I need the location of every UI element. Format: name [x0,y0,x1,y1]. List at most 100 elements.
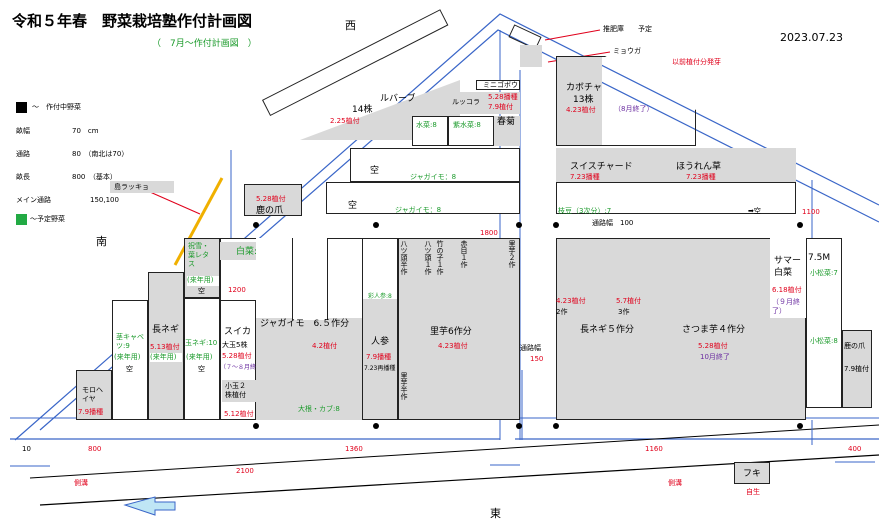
myoga-note: 以前植付分発芽 [672,58,721,66]
yatsugashira1-label: 八ツ頭半作 [400,240,408,275]
dim-1360: 1360 [345,445,363,453]
dim-1800: 1800 [480,229,498,237]
jagaimo-label: ジャガイモ 6.５作分 [260,319,350,329]
legend-planned: ～予定野菜 [30,215,65,223]
myoga-plot [520,45,542,67]
ditch-left: 側溝 [74,479,88,487]
satsuma-label: さつま芋４作分 [682,325,746,335]
dim-75m: 7.5M [808,253,831,263]
suika-stalks: 大玉5株 [222,341,248,349]
satoimo-planted: 4.23植付 [438,342,468,350]
arugula-sown: 5.28播種 [488,93,518,101]
komatsuna2-label: 小松菜:8 [810,337,838,345]
tamanegi-empty: 空 [198,365,205,373]
rakkyo-box [110,181,174,193]
suika-end: （７～８月終了） [220,364,269,371]
moroheiya-box [76,370,112,420]
negi-note-bg [150,353,182,362]
ninjin-label: 人参 [371,337,390,347]
fuki-label: フキ [743,469,762,479]
negi-next-year: (来年用) [150,353,177,361]
purple-mizuna-label: 紫水菜:8 [453,121,481,129]
moroheiya-label: モロヘ イヤ [82,386,103,404]
pumpkin-count: 13株 [573,95,594,105]
chard-sown: 7.23播種 [570,173,600,181]
satsuma-end: 10月終了 [700,353,730,361]
minigobo-label: ミニゴボウ [483,81,518,89]
legend-path: 通路 [16,150,30,158]
shikanotsume-box [244,184,302,216]
potato-row-1 [350,148,520,182]
summer-hakusai-label: サマー 白菜 [774,256,802,278]
dim-10: 10 [22,445,31,453]
fuki-note: 自生 [746,488,760,496]
legend-planned-swatch [16,214,27,225]
komatsuna-box [806,238,842,408]
legend-ridge-len: 畝長 [16,173,30,181]
summer-end: （９月終 了） [772,298,800,316]
compass-east: 東 [490,507,501,520]
negi5-label: 長ネギ５作分 [580,325,635,335]
subtitle: （ 7月～作付計画図 ） [152,39,257,49]
spinach-sown: 7.23播種 [686,173,716,181]
kukikyabetsu-next-year: (来年用) [114,353,141,361]
aisle-100: 通路幅 100 [592,219,634,227]
legend-planted: ～ 作付中野菜 [32,103,81,111]
myoga-label: ミョウガ [613,47,641,55]
lettuce-empty: 空 [198,287,205,295]
tamanegi-box [184,298,220,420]
main-aisle-label: 通路幅 [520,344,541,352]
suika-planted: 5.28植付 [222,352,252,360]
tamanegi-label: 玉ネギ:10 [185,339,218,347]
hakusai-label: 白菜:8 [236,247,263,257]
satsuma-planted: 5.28植付 [698,342,728,350]
ditch-right: 側溝 [668,479,682,487]
mizuna-box [412,116,448,146]
aisle-150: 150 [530,355,544,363]
yatsugashira2-label: 八ツ頭１作 [424,240,432,275]
negi-planted: 5.13植付 [150,343,180,351]
legend-planted-swatch [16,102,27,113]
purple-mizuna-box [448,116,494,146]
dim-800: 800 [88,445,102,453]
ninjin-top [363,239,397,299]
kodama-box [222,380,256,402]
dim-1200: 1200 [228,286,246,294]
shikanotsume-label: 鹿の爪 [256,206,284,216]
arugula-label: ルッコラ [452,98,480,106]
chard-label: スイスチャード [570,162,633,172]
satoimo6-label: 里芋6作分 [430,327,472,337]
legend-main-path: メイン通路 [16,196,51,204]
kodama-label: 小玉２ 株植付 [225,382,246,400]
legend-ridge-len-val: 800 （基本） [72,173,117,181]
legend-ridge-width: 畝幅 [16,127,30,135]
ninjin-sown: 7.9播種 [366,353,392,361]
chard-spinach-row [556,148,796,182]
date-label: 2023.07.23 [780,31,843,44]
suika-label: スイカ [224,327,252,337]
potato-row-1-label: ジャガイモ：8 [410,173,457,181]
compass-south: 南 [96,235,107,248]
lettuce-note-bg [187,276,219,286]
lubab-planted: 2.25植付 [330,117,360,125]
edamame-row [556,182,796,214]
kodama-date: 5.12植付 [224,410,254,418]
negi-label: 長ネギ [152,325,180,335]
kukikyabetsu-empty: 空 [126,365,133,373]
edamame-label: 枝豆（3次分）:7 [558,207,612,215]
takenoko-label: 竹の子１作 [436,240,444,275]
right-block [556,238,806,420]
page-title: 令和５年春 野菜栽培塾作付計画図 [12,12,253,30]
akame-label: 赤目１作 [460,240,468,268]
rakkyo-label: 島ラッキョ [114,183,149,191]
lettuce-next-year: (来年用) [187,276,214,284]
summer-planted: 6.18植付 [772,286,802,294]
dim-1100: 1100 [802,208,820,216]
lettuce-box [184,238,220,298]
ninjin-resown: 7.23再播種 [364,365,396,372]
minigobo-box [476,80,520,90]
shungiku-label: 春菊 [497,117,516,127]
kukikyabetsu-label: 茎キャベ ツ:9 [116,333,144,351]
suika-box [220,300,256,420]
